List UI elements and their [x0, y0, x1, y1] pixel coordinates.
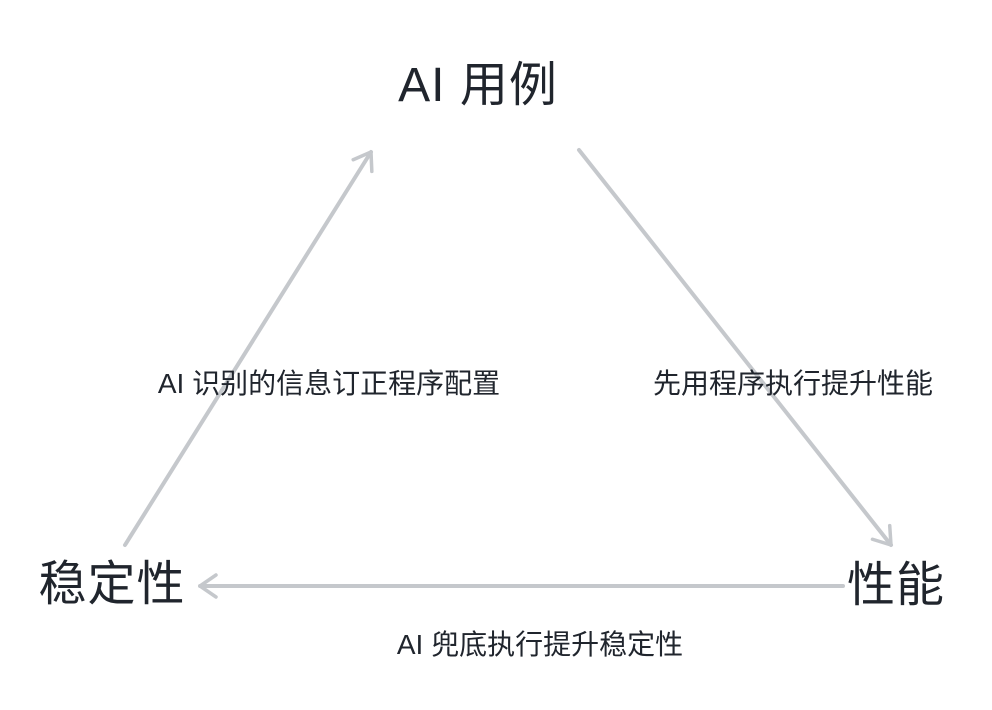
node-performance: 性能 [846, 559, 946, 612]
node-ai-use-case: AI 用例 [398, 59, 558, 112]
edge-label-use-case-to-performance: 先用程序执行提升性能 [652, 368, 934, 399]
node-stability: 稳定性 [38, 558, 186, 611]
arrow-stability-to-use-case [123, 150, 374, 547]
edge-label-stability-to-use-case: AI 识别的信息订正程序配置 [157, 368, 501, 399]
arrow-use-case-to-performance [577, 148, 893, 547]
edge-label-performance-to-stability: AI 兜底执行提升稳定性 [396, 629, 684, 660]
